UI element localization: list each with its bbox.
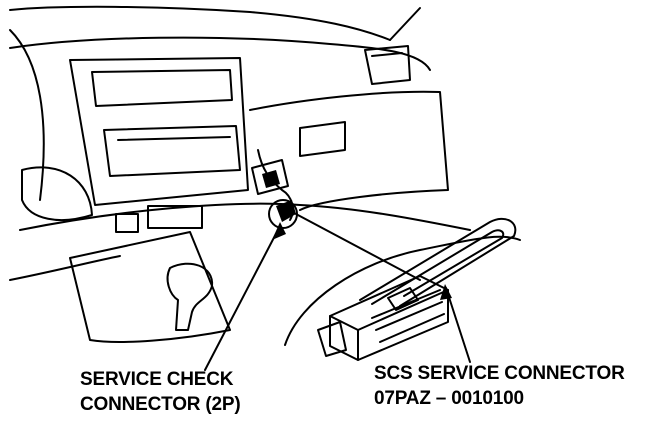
scs-connector-ridges [371,289,445,343]
dash-switch-panel [147,205,203,229]
detail-leader-line [295,213,421,281]
floor-line [9,255,121,281]
steering-column [9,29,45,201]
glove-box [249,90,449,211]
scs-tool-wire-inner [371,229,505,305]
dashboard-top-edge [9,5,391,41]
radio-slot-lower [103,125,241,177]
scs-label-line2: 07PAZ – 0010100 [374,388,524,409]
console-tunnel [69,231,231,343]
radio-slot-upper [91,69,233,107]
scs-connector-plug [317,321,347,357]
scs-arrowhead [440,284,452,300]
shift-boot [166,262,214,331]
service-check-label-line1: SERVICE CHECK [80,369,234,390]
dash-switch-left [115,213,139,233]
scs-connector-body [329,275,449,361]
detail-oval [284,235,521,346]
service-check-leader [204,225,281,371]
windshield-line [389,7,421,41]
scs-leader [445,287,471,363]
center-console [69,57,249,206]
radio-line [117,136,231,141]
air-vent-slat [371,52,403,57]
dashboard-front-edge [9,36,431,71]
connector-highlight [276,200,296,222]
air-vent [364,45,411,85]
scs-tool-wire [359,217,517,307]
harness-bundle [251,159,289,195]
glove-box-handle [299,121,346,157]
knee-bolster [21,166,93,221]
harness-connector [262,170,280,188]
service-check-label-line2: CONNECTOR (2P) [80,394,241,415]
service-check-arrowhead [272,222,286,240]
scs-label-line1: SCS SERVICE CONNECTOR [374,363,625,384]
